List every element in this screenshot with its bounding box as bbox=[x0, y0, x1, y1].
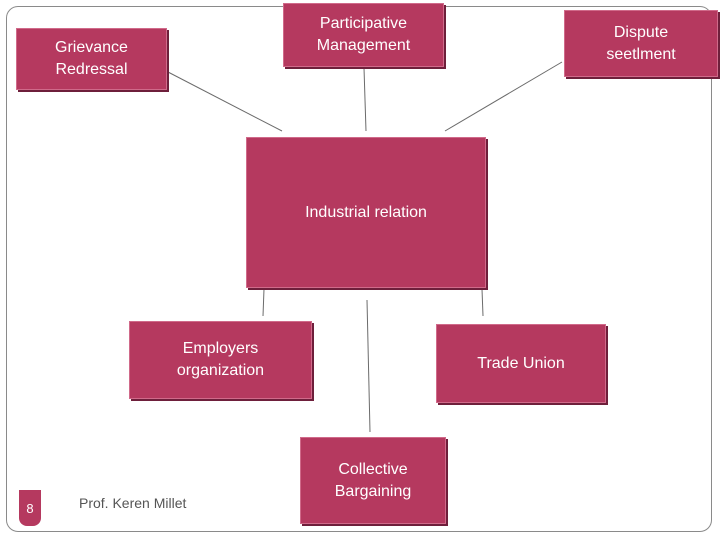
node-industrial-relation: Industrial relation bbox=[246, 137, 486, 288]
node-grievance-redressal: Grievance Redressal bbox=[16, 28, 167, 90]
connector-grievance bbox=[167, 71, 283, 132]
node-trade-union: Trade Union bbox=[436, 324, 606, 403]
connector-employers bbox=[262, 288, 265, 317]
node-dispute-settlement: Dispute seetlment bbox=[564, 10, 718, 77]
page-number: 8 bbox=[19, 490, 41, 526]
node-employers-organization: Employers organization bbox=[129, 321, 312, 399]
connector-collective bbox=[366, 299, 371, 433]
connector-trade-union bbox=[481, 288, 484, 317]
connector-dispute bbox=[444, 61, 563, 132]
node-collective-bargaining: Collective Bargaining bbox=[300, 437, 446, 524]
node-participative-management: Participative Management bbox=[283, 3, 444, 67]
connector-participative bbox=[363, 67, 367, 132]
footer-author: Prof. Keren Millet bbox=[79, 495, 187, 511]
